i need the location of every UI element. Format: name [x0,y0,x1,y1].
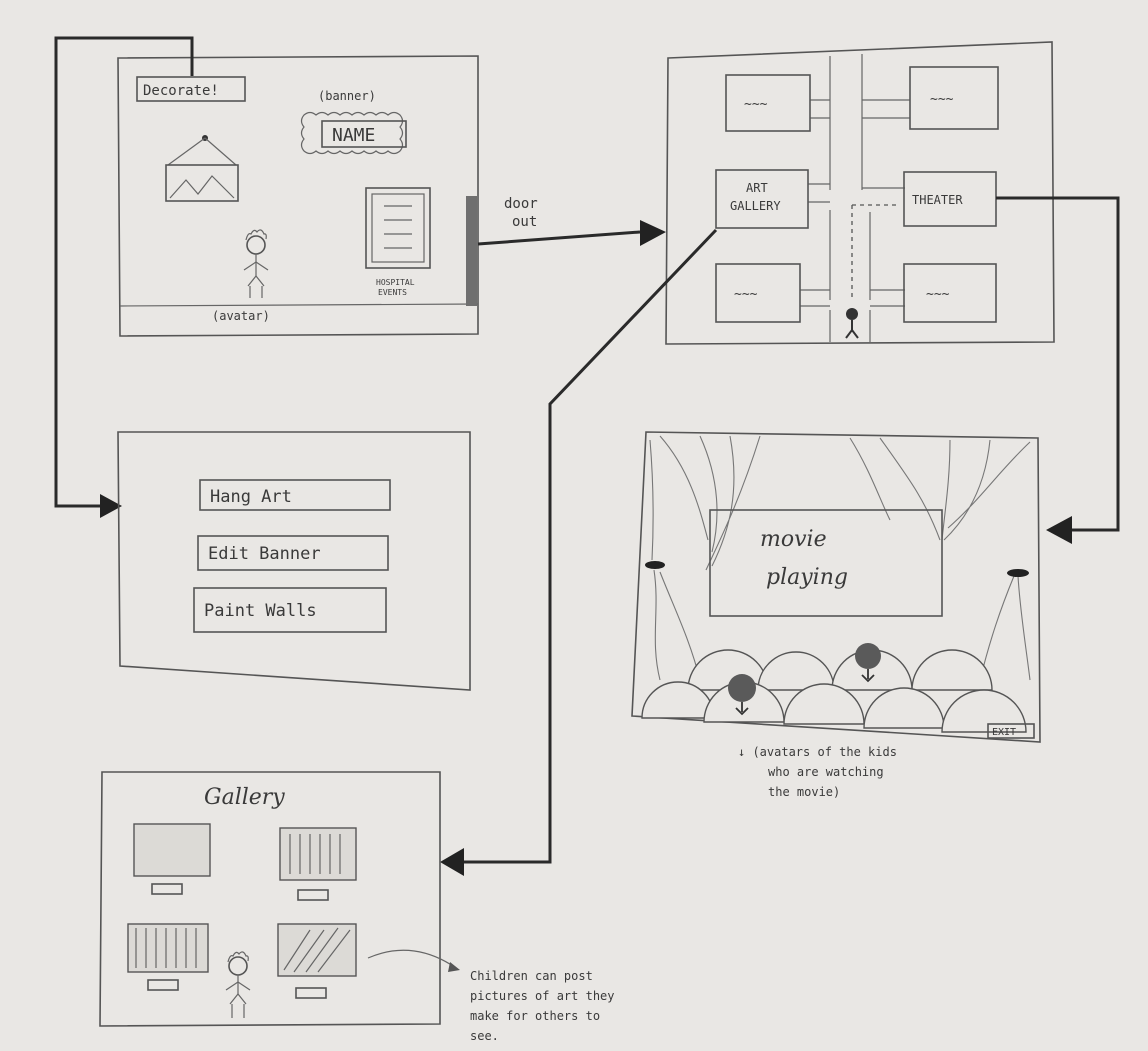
gallery-view: Gallery [99,771,441,1027]
events-caption-line2: EVENTS [378,288,407,297]
paint-walls-label: Paint Walls [204,601,317,621]
gallery-artwork[interactable] [133,823,211,895]
hang-art-option[interactable]: Hang Art [199,479,391,511]
exit-button[interactable]: EXIT [987,723,1035,739]
gallery-note-line4: see. [470,1029,499,1043]
door[interactable] [466,196,477,306]
decorate-button[interactable]: Decorate! [136,76,246,102]
room-placeholder[interactable]: ~~~ [909,66,999,130]
door-label-line2: out [512,214,537,230]
note-pointer [367,949,457,969]
gallery-title: Gallery [204,785,285,810]
theater-note-line3: the movie) [768,785,840,799]
avatar-icon[interactable] [845,308,859,339]
theater-note-line1: ↓ (avatars of the kids [738,745,897,759]
gallery-artwork[interactable] [127,923,209,991]
screen-text-line1: movie [760,527,827,552]
theater-note: ↓ (avatars of the kids who are watching … [738,745,897,799]
decorate-button-label: Decorate! [143,83,219,99]
banner-caption: (banner) [318,89,376,103]
room-placeholder[interactable]: ~~~ [725,74,811,132]
avatar-caption: (avatar) [212,309,270,323]
theater-door[interactable]: THEATER [903,171,997,227]
svg-text:~~~: ~~~ [744,97,768,112]
art-gallery-door[interactable]: ART GALLERY [715,169,809,229]
theater-note-line2: who are watching [768,765,884,779]
hang-art-label: Hang Art [210,487,292,507]
gallery-note-line2: pictures of art they [470,989,615,1003]
spotlight-icon [1007,569,1029,577]
kid-avatar-icon[interactable] [855,643,881,683]
avatar-icon[interactable] [225,951,251,1018]
room-placeholder[interactable]: ~~~ [903,263,997,323]
screen-text-line2: playing [766,565,848,590]
room-placeholder[interactable]: ~~~ [715,263,801,323]
theater-view: movie playing EXIT [631,431,1041,743]
arrow-decorate-to-menu [54,36,194,518]
svg-text:~~~: ~~~ [930,92,954,107]
movie-screen[interactable]: movie playing [709,509,943,617]
arrow-gallery-to-view [440,228,718,876]
svg-text:~~~: ~~~ [926,287,950,302]
paint-walls-option[interactable]: Paint Walls [193,587,387,633]
avatar-icon[interactable] [243,229,269,298]
art-gallery-label-line1: ART [746,181,768,195]
name-banner[interactable]: NAME [300,111,407,155]
hanging-picture-icon[interactable] [165,135,239,202]
kid-avatar-icon[interactable] [728,674,756,716]
spotlight-icon [645,561,665,569]
exit-label: EXIT [992,727,1016,738]
gallery-note: Children can post pictures of art they m… [367,949,615,1043]
arrow-door-to-hallway: door out [477,196,666,246]
svg-text:~~~: ~~~ [734,287,758,302]
hallway-map: ~~~ ~~~ ART GALLERY THEATER ~~~ ~~~ [665,41,1055,345]
art-gallery-label-line2: GALLERY [730,199,781,213]
gallery-artwork[interactable] [277,923,357,999]
gallery-note-line3: make for others to [470,1009,600,1023]
gallery-artwork[interactable] [279,827,357,901]
edit-banner-option[interactable]: Edit Banner [197,535,389,571]
edit-banner-label: Edit Banner [208,544,321,564]
events-caption-line1: HOSPITAL [376,278,415,287]
door-label-line1: door [504,196,538,212]
decorate-menu-panel: Hang Art Edit Banner Paint Walls [117,431,471,691]
arrow-theater-to-view [996,196,1120,544]
room-frame: Decorate! (banner) NAME HOSPITAL EVENTS [117,55,479,337]
gallery-note-line1: Children can post [470,969,593,983]
theater-label: THEATER [912,193,963,207]
banner-name: NAME [332,125,375,146]
hospital-events-board[interactable]: HOSPITAL EVENTS [365,187,431,297]
